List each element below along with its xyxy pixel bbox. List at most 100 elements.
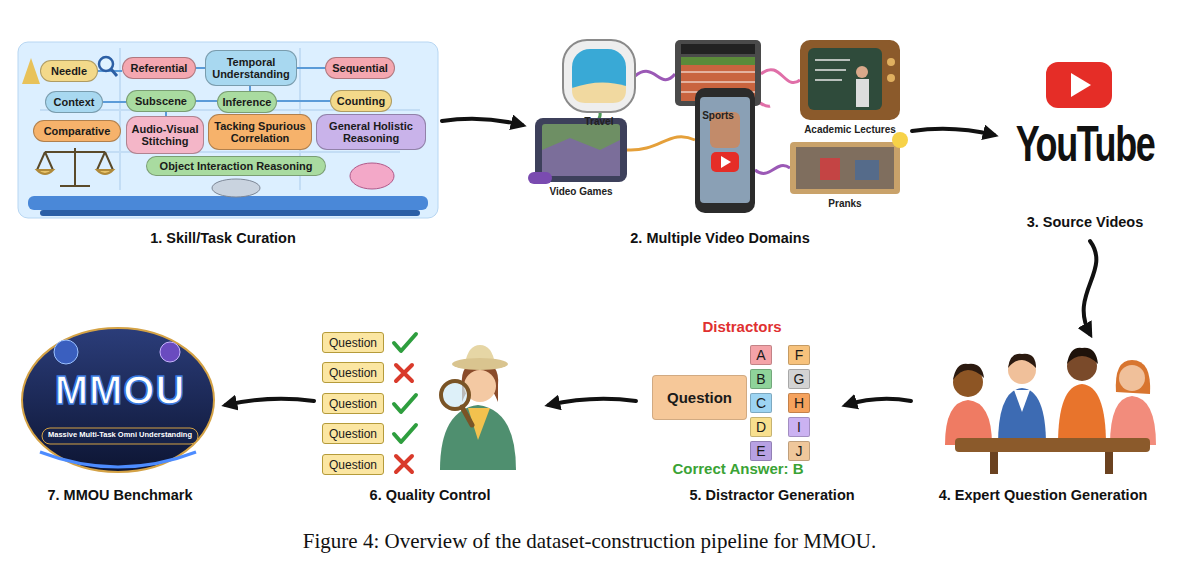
domain-screen: Travel <box>563 40 635 128</box>
stage-caption: 2. Multiple Video Domains <box>630 230 809 247</box>
box-label: General Holistic Reasoning <box>320 120 422 144</box>
question-chip: Question <box>322 332 384 353</box>
domain-art <box>796 147 894 189</box>
logo-tagline: Massive Multi-Task Omni Understanding <box>48 430 192 439</box>
flow-arrow <box>549 399 636 405</box>
domain-screen: Academic Lectures <box>800 40 900 138</box>
box-label: A <box>756 347 765 363</box>
box-label: B <box>756 371 765 387</box>
skill-panel-art <box>28 196 428 210</box>
skill-panel-art <box>350 163 394 189</box>
logo-wordmark: MMOU <box>55 370 186 410</box>
mmou-logo-art <box>22 328 214 472</box>
skill-panel-art <box>111 69 117 76</box>
distractor-option: D <box>750 417 772 437</box>
question-chip: Question <box>322 454 384 475</box>
box-label: H <box>794 395 804 411</box>
domain-art <box>528 40 908 213</box>
box-label: C <box>756 395 766 411</box>
domain-art <box>800 40 900 120</box>
box-label: Audio-Visual Stitching <box>130 123 200 147</box>
expert-team-art <box>1119 365 1145 391</box>
skill-pill: Comparative <box>33 120 121 142</box>
box-label: Needle <box>51 65 87 77</box>
box-label: Referential <box>131 62 188 74</box>
skill-pill: Sequential <box>325 57 395 79</box>
skill-pill: Referential <box>122 57 196 79</box>
mmou-logo-art <box>40 452 196 467</box>
box-label: Question <box>329 336 377 350</box>
quality-marks <box>396 456 412 472</box>
box-label: Inference <box>223 96 272 108</box>
skill-panel-art <box>18 42 438 218</box>
domain-label: Travel <box>585 116 614 128</box>
domain-art <box>711 152 739 172</box>
box-label: Question <box>329 458 377 472</box>
stage-caption: 3. Source Videos <box>1027 214 1144 231</box>
youtube-logo <box>1046 62 1112 108</box>
question-chip: Question <box>322 362 384 383</box>
quality-marks <box>394 334 416 351</box>
youtube-logo <box>1071 73 1091 97</box>
box-label: Sequential <box>332 62 388 74</box>
skill-pill: Context <box>45 91 103 113</box>
flow-arrow <box>442 119 522 125</box>
domain-art <box>721 156 731 168</box>
inspector-art <box>440 345 516 470</box>
skill-pill: Object Interaction Reasoning <box>146 156 326 176</box>
domain-label: Video Games <box>549 186 612 198</box>
box-label: J <box>796 443 803 459</box>
youtube-logo <box>1046 62 1112 108</box>
domain-label: Sports <box>702 110 734 122</box>
skill-pill: Subscene <box>126 90 196 112</box>
question-chip: Question <box>322 393 384 414</box>
stage-group: 4. Expert Question Generation <box>915 340 1155 505</box>
box-label: G <box>794 371 805 387</box>
mmou-logo-art <box>160 342 180 362</box>
domain-art <box>627 137 695 150</box>
domain-art <box>820 158 840 180</box>
answer-note: Correct Answer: B <box>672 460 803 478</box>
expert-team-art <box>998 388 1046 445</box>
expert-team-art <box>1110 396 1156 445</box>
skill-panel-art <box>37 170 113 174</box>
figure-caption: Figure 4: Overview of the dataset-constr… <box>0 529 1179 554</box>
distractor-option: H <box>788 393 810 413</box>
domain-art <box>572 82 626 103</box>
box-label: Context <box>54 96 95 108</box>
expert-team-art <box>1058 384 1106 445</box>
skill-panel-art <box>212 179 260 197</box>
domain-art <box>528 172 552 184</box>
expert-team-art <box>1116 360 1150 394</box>
box-label: Counting <box>337 95 385 107</box>
stage-group: 6. Quality ControlQuestionQuestionQuesti… <box>318 325 543 505</box>
box-label: Subscene <box>135 95 187 107</box>
box-label: Question <box>667 389 732 406</box>
domain-art <box>856 66 868 78</box>
brand-wordmark: YouTube <box>1016 119 1155 169</box>
domain-art <box>790 142 900 194</box>
distractor-option: C <box>750 393 772 413</box>
stage-caption: 4. Expert Question Generation <box>939 487 1148 504</box>
domain-art <box>855 160 879 180</box>
domain-screen: Sports <box>675 40 761 124</box>
domain-art <box>887 74 895 82</box>
skill-pill: Inference <box>217 91 277 113</box>
distractor-option: G <box>788 369 810 389</box>
domain-art <box>856 79 869 107</box>
box-label: Tacking Spurious Correlation <box>212 120 308 144</box>
domain-art <box>815 60 850 80</box>
skill-pill: General Holistic Reasoning <box>316 114 426 150</box>
domain-art <box>535 118 627 182</box>
domain-label: Pranks <box>828 198 861 210</box>
box-label: Object Interaction Reasoning <box>160 160 313 172</box>
skill-pill: Needle <box>40 60 98 82</box>
distractor-option: B <box>750 369 772 389</box>
flow-arrow <box>912 129 994 135</box>
stage-group: MMOU Massive Multi-Task Omni Understandin… <box>20 320 220 505</box>
inspector-art <box>462 407 472 425</box>
mmou-logo-art <box>54 340 78 364</box>
quality-marks <box>394 425 416 442</box>
quality-marks <box>394 395 416 412</box>
